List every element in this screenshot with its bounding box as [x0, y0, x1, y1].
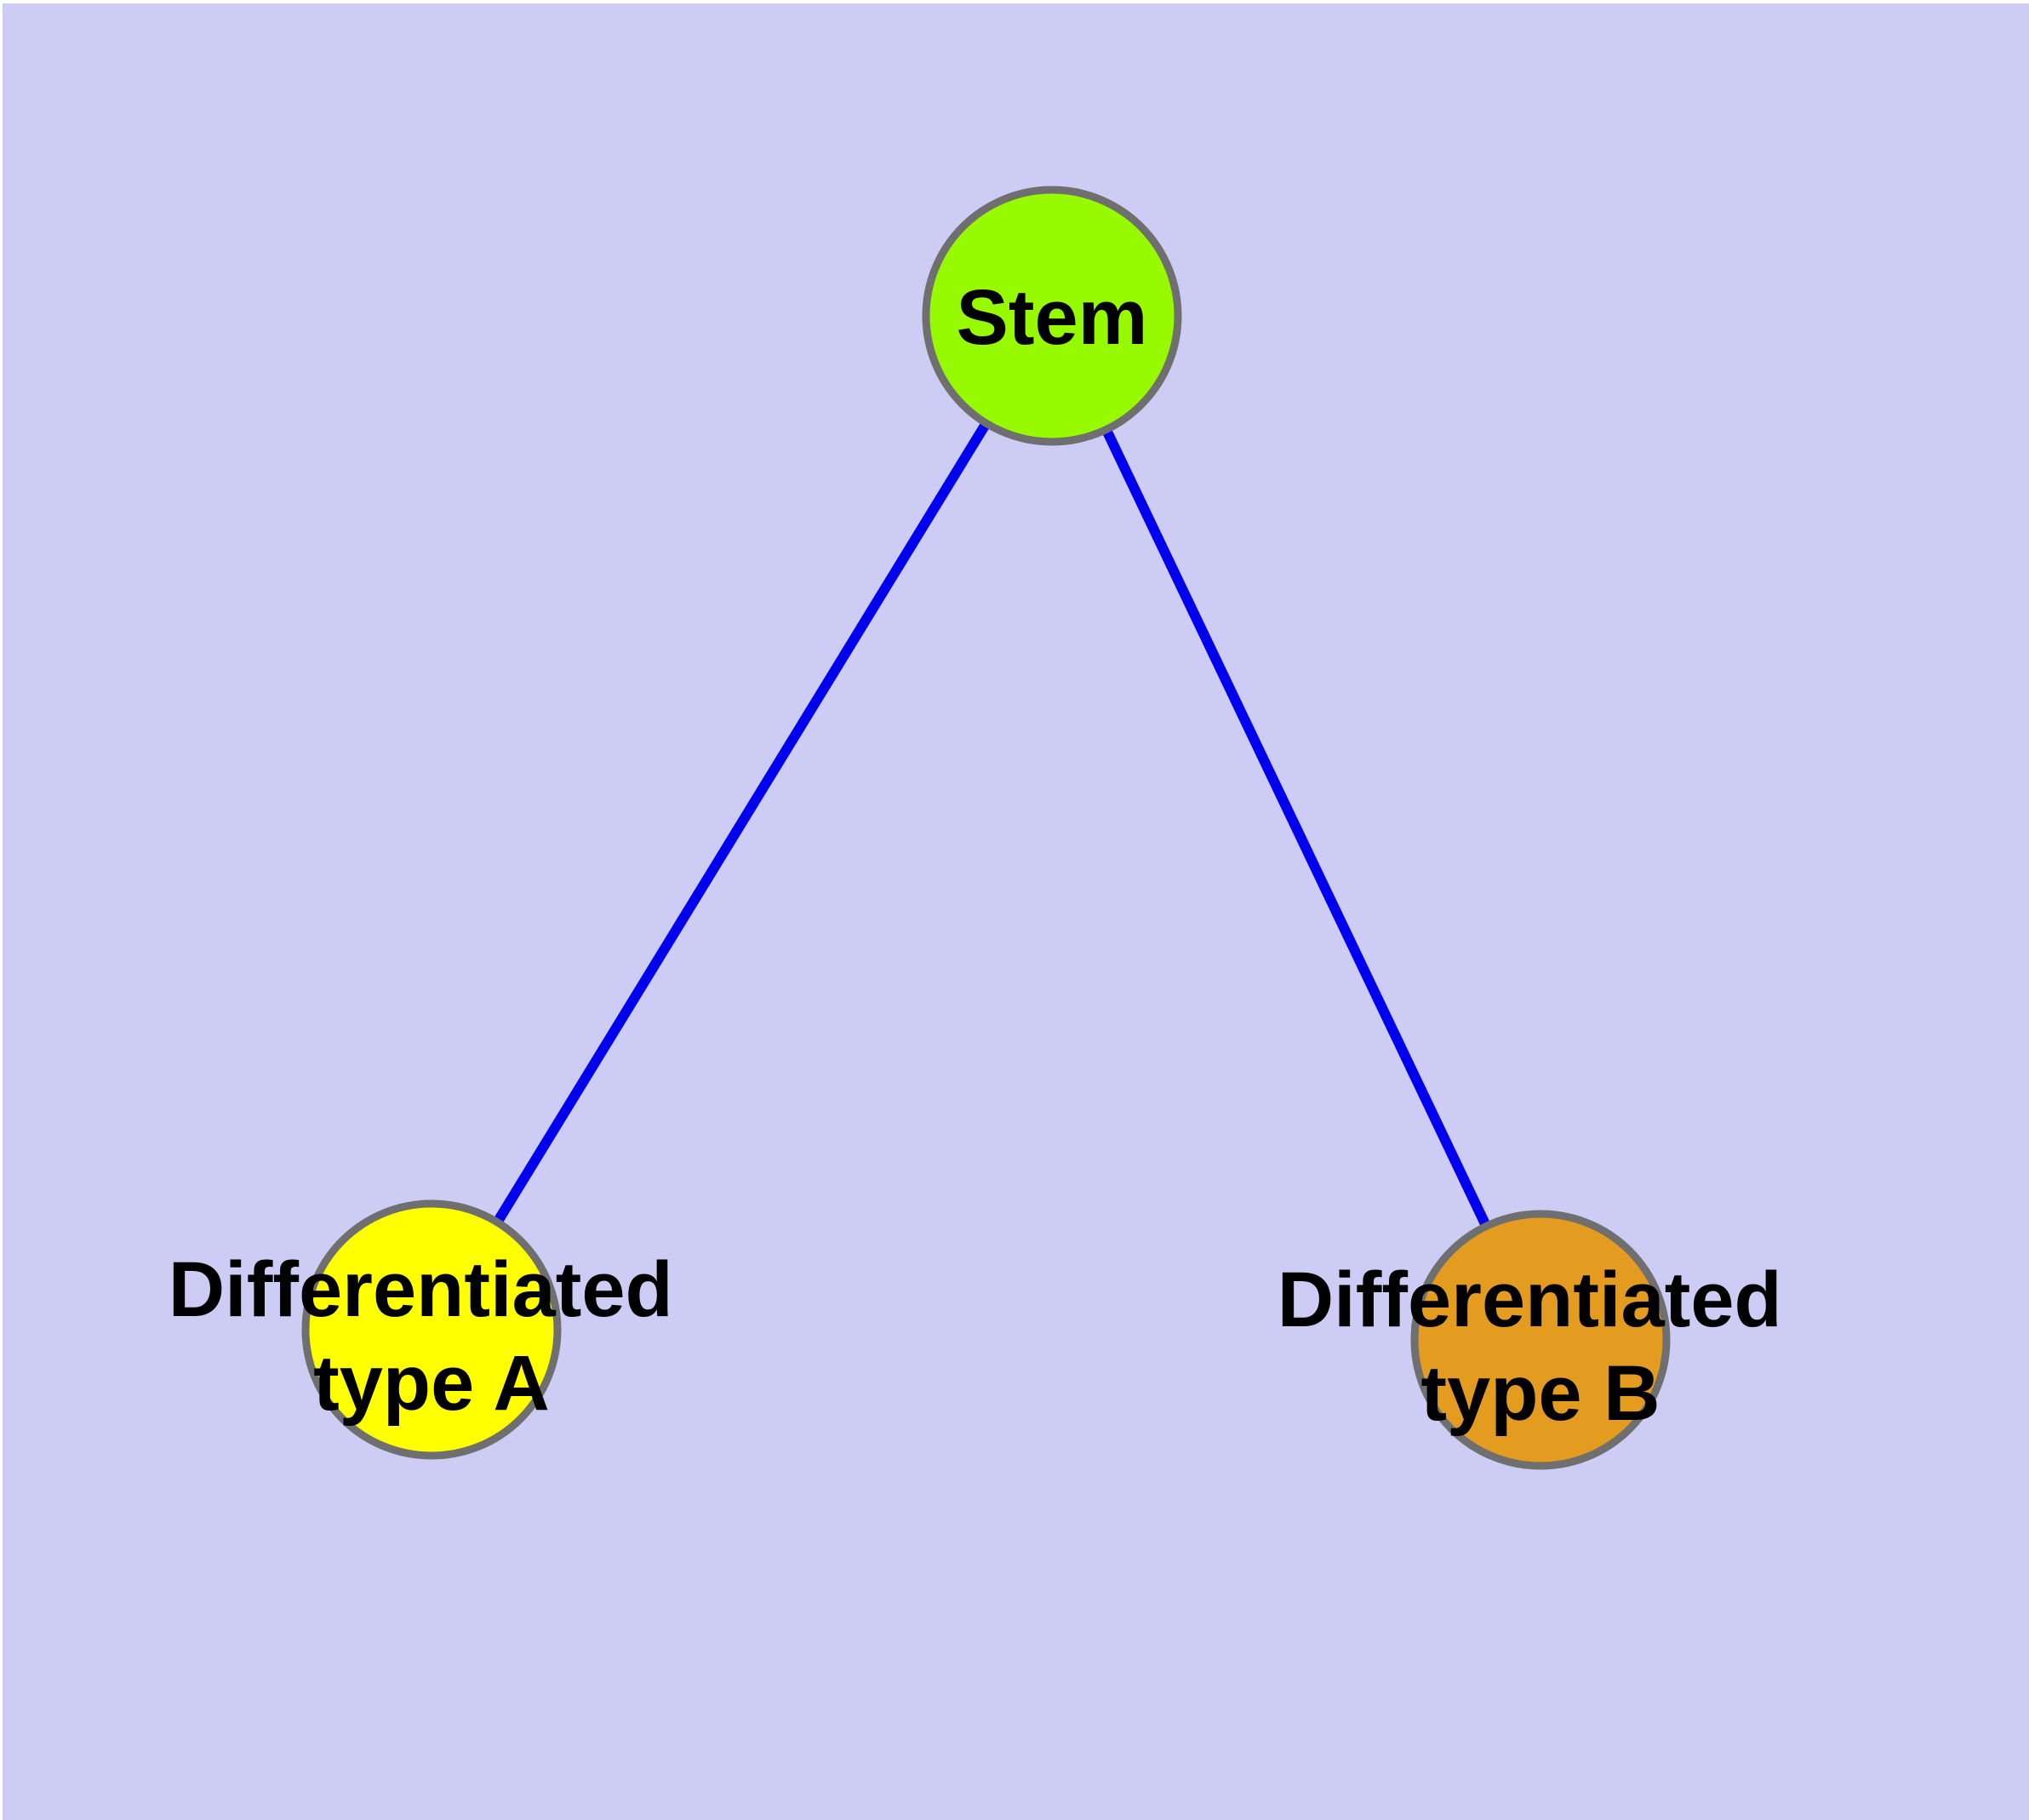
stem-node-label: Stem — [957, 274, 1148, 361]
type-b-label-line1: Differentiated — [1277, 1256, 1782, 1343]
type-a-label-line2: type A — [313, 1340, 550, 1427]
type-b-label-line2: type B — [1420, 1350, 1660, 1437]
type-a-label-line1: Differentiated — [169, 1246, 673, 1333]
type-a-node — [301, 1199, 562, 1460]
type-b-node-label: Differentiated type B — [1277, 1256, 1804, 1437]
edge-stem-to-type-a — [426, 312, 1057, 1333]
type-a-node-label: Differentiated type A — [169, 1246, 695, 1427]
edge-stem-to-type-b — [1047, 313, 1546, 1342]
stem-node — [922, 186, 1182, 446]
type-b-node — [1410, 1210, 1671, 1470]
